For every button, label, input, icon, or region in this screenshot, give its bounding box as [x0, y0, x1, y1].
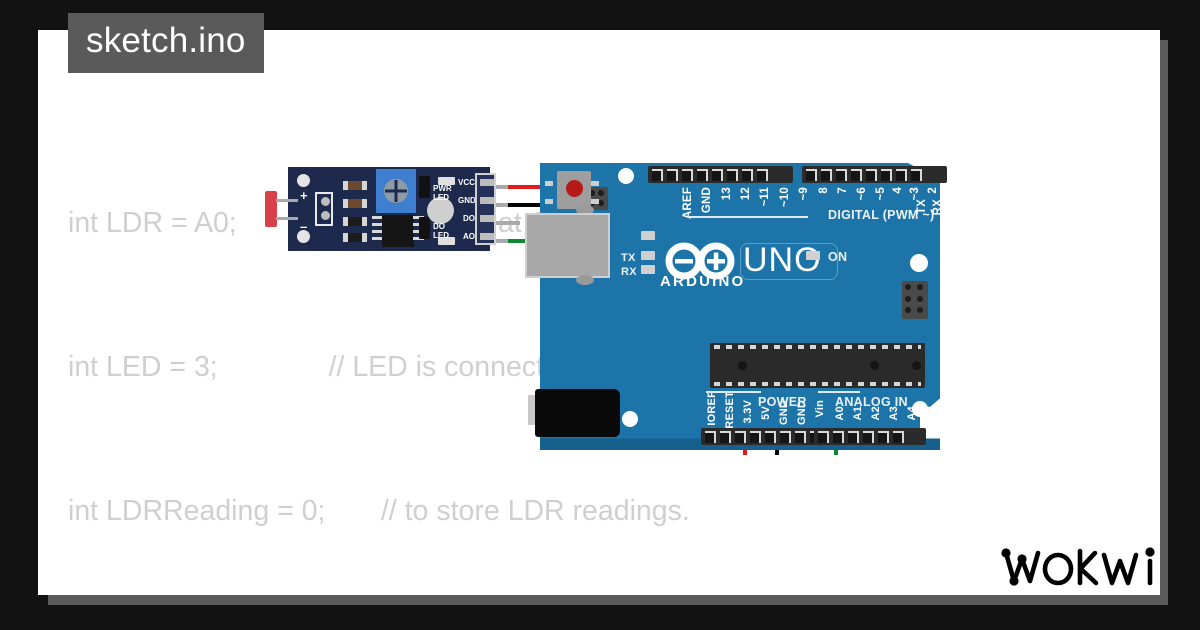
- smd-component: [419, 176, 430, 198]
- tx-led-label: TX: [621, 252, 636, 264]
- pin-label-a5: A5: [922, 406, 934, 421]
- resistor: [343, 217, 367, 226]
- ldr-photoresistor: [265, 191, 277, 227]
- reset-button-leg: [545, 181, 553, 186]
- sensor-minus-label: –: [300, 219, 308, 234]
- pin-label-6: ~6: [856, 187, 868, 201]
- reset-button-cap[interactable]: [566, 180, 583, 197]
- mounting-hole: [622, 411, 638, 427]
- sensor-pin-label-vcc: VCC: [458, 178, 475, 187]
- wokwi-logo: [1000, 541, 1170, 598]
- sensor-pin-label-ao: AO: [463, 232, 475, 241]
- pin-label-vin: Vin: [814, 400, 826, 418]
- sensor-pin-label-gnd: GND: [458, 196, 476, 205]
- digital-header-left[interactable]: [648, 166, 793, 183]
- pin-label-13: 13: [721, 187, 733, 201]
- smd-component: [419, 217, 430, 239]
- pin-label-rx0: RX: [932, 199, 944, 216]
- sensor-mounting-hole: [297, 230, 310, 243]
- usb-connector: [525, 213, 610, 278]
- power-led: [806, 251, 820, 260]
- rx-led-label: RX: [621, 266, 637, 278]
- power-jack: [535, 389, 620, 437]
- electrolytic-capacitor: [427, 197, 454, 224]
- on-led-label: ON: [828, 250, 848, 264]
- ic-pins: [413, 216, 424, 244]
- smd-led-do: [438, 237, 455, 245]
- pin-label-tx1: TX: [916, 199, 928, 215]
- sensor-pin-header[interactable]: [475, 173, 496, 245]
- rx-led: [641, 265, 655, 274]
- resistor: [343, 233, 367, 242]
- code-line: int LDRReading = 0; // to store LDR read…: [68, 495, 690, 527]
- pin-label-7: 7: [837, 187, 849, 194]
- pin-label-ioref: IOREF: [706, 391, 718, 426]
- digital-header-right[interactable]: [802, 166, 947, 183]
- usb-tab: [576, 275, 594, 285]
- pin-label-gnd: GND: [701, 187, 713, 214]
- board-model-label: UNO: [743, 241, 822, 279]
- pin-label-11: ~11: [759, 187, 771, 207]
- pin-label-8: 8: [818, 187, 830, 194]
- atmega328p-chip: [710, 343, 925, 388]
- ldr-lead: [276, 199, 298, 202]
- pin-label-aref: AREF: [682, 187, 694, 220]
- pin-label-12: 12: [740, 187, 752, 201]
- ldr-lead: [276, 217, 298, 220]
- pwr-led-label-line2: LED: [433, 193, 449, 202]
- ic-pins: [372, 216, 383, 244]
- silk-divider: [818, 391, 860, 393]
- reset-button-leg: [591, 199, 599, 204]
- do-led-label-line1: DO: [433, 222, 445, 231]
- sensor-mounting-hole: [297, 174, 310, 187]
- file-title-badge: sketch.ino: [68, 13, 264, 73]
- board-brand-label: ARDUINO: [660, 273, 746, 290]
- analog-header[interactable]: [814, 428, 926, 445]
- comparator-ic: [382, 215, 414, 247]
- ldr-sensor-module: + – PWR LED: [288, 167, 496, 251]
- reset-button-leg: [591, 181, 599, 186]
- resistor: [343, 199, 367, 208]
- analog-header-label: ANALOG IN: [835, 395, 908, 409]
- arduino-uno-board: AREF GND 13 12 ~11 ~10 ~9 8 7 ~6 ~5 4 ~3…: [525, 163, 947, 450]
- pin-label-5: ~5: [875, 187, 887, 201]
- silk-divider: [706, 391, 761, 393]
- sensor-plus-label: +: [300, 188, 308, 203]
- icsp-header[interactable]: [902, 281, 928, 319]
- pwr-led-label-line1: PWR: [433, 184, 452, 193]
- pin-label-3v3: 3.3V: [742, 400, 754, 424]
- wokwi-logo-icon: [1001, 547, 1155, 586]
- power-header-label: POWER: [758, 395, 807, 409]
- potentiometer-cross-icon: [385, 180, 407, 202]
- digital-header-label: DIGITAL (PWM ~): [828, 208, 935, 222]
- mounting-hole: [910, 254, 928, 272]
- pin-label-4: 4: [892, 187, 904, 194]
- power-header[interactable]: [701, 428, 831, 445]
- pin-label-reset: RESET: [724, 391, 736, 429]
- pin-label-10: ~10: [779, 187, 791, 208]
- pin-label-9: ~9: [798, 187, 810, 201]
- resistor: [343, 181, 367, 190]
- silk-divider: [688, 216, 808, 218]
- do-led-label: DO LED: [433, 222, 449, 240]
- pin-label-2: 2: [927, 187, 939, 194]
- tx-led: [641, 251, 655, 260]
- mounting-hole: [618, 168, 634, 184]
- reset-button-leg: [545, 199, 553, 204]
- sensor-pin-label-do: DO: [463, 214, 475, 223]
- do-led-label-line2: LED: [433, 231, 449, 240]
- ldr-socket[interactable]: [315, 192, 333, 226]
- mounting-hole: [912, 401, 928, 417]
- smd-led-pwr: [438, 177, 455, 185]
- pwr-led-label: PWR LED: [433, 184, 452, 202]
- l-led: [641, 231, 655, 240]
